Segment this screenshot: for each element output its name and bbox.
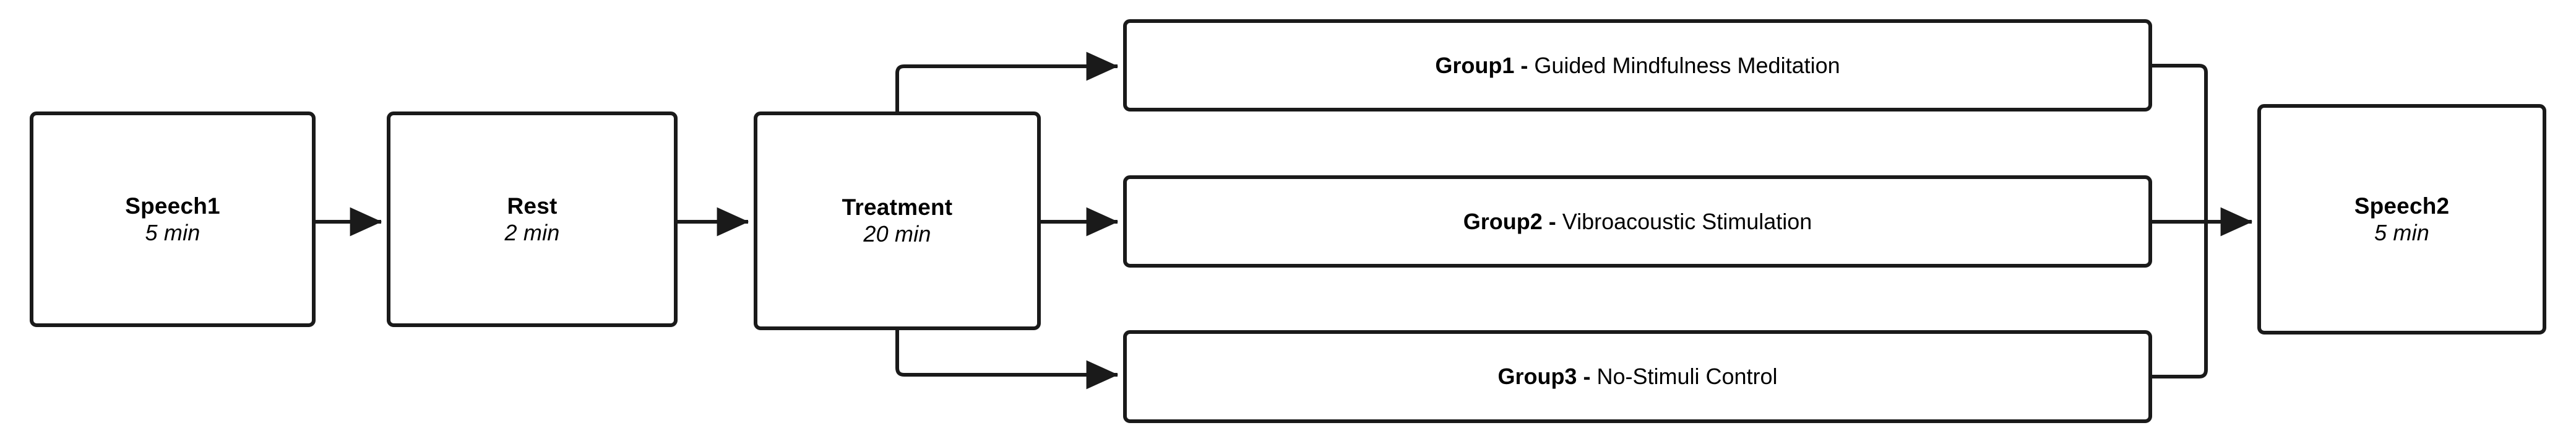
- edge-treatment-to-group3: [895, 330, 1119, 390]
- node-group3-label: Group3: [1497, 364, 1577, 389]
- node-group3-separator: -: [1577, 364, 1597, 389]
- node-rest-duration: 2 min: [504, 219, 560, 245]
- edge-group3-to-speech2: [2152, 222, 2208, 378]
- node-treatment-title: Treatment: [842, 195, 953, 221]
- edge-treatment-to-group1: [895, 51, 1119, 112]
- node-group1-label: Group1: [1435, 52, 1515, 78]
- node-group2-label: Group2: [1463, 208, 1543, 234]
- node-treatment-duration: 20 min: [863, 221, 931, 247]
- node-rest-title: Rest: [507, 193, 558, 219]
- node-group2-description: Vibroacoustic Stimulation: [1562, 208, 1812, 234]
- node-group1-description: Guided Mindfulness Meditation: [1534, 52, 1840, 78]
- node-group3-description: No-Stimuli Control: [1596, 364, 1778, 389]
- node-speech1-duration: 5 min: [145, 219, 200, 245]
- node-speech2-duration: 5 min: [2374, 219, 2430, 245]
- node-speech2-title: Speech2: [2354, 193, 2450, 219]
- edge-group1-to-speech2: [2152, 64, 2208, 222]
- node-group1[interactable]: Group1 - Guided Mindfulness Meditation: [1123, 19, 2152, 112]
- node-rest[interactable]: Rest 2 min: [387, 112, 678, 327]
- node-group2-separator: -: [1542, 208, 1562, 234]
- node-treatment[interactable]: Treatment 20 min: [754, 112, 1041, 330]
- node-group2[interactable]: Group2 - Vibroacoustic Stimulation: [1123, 175, 2152, 268]
- node-speech1-title: Speech1: [125, 193, 220, 219]
- node-speech2[interactable]: Speech2 5 min: [2257, 104, 2546, 334]
- node-speech1[interactable]: Speech1 5 min: [30, 112, 316, 327]
- node-group3[interactable]: Group3 - No-Stimuli Control: [1123, 330, 2152, 423]
- node-group1-separator: -: [1514, 52, 1535, 78]
